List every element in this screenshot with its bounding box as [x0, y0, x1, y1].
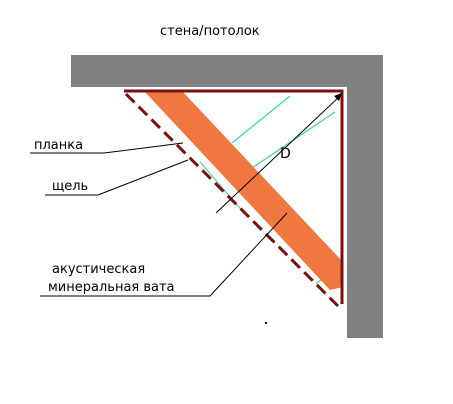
dimension-arrowhead — [334, 93, 342, 101]
cavity-line — [231, 95, 291, 144]
leader-line-gap — [45, 159, 189, 196]
dimension-line — [215, 95, 341, 214]
mineral-wool-band — [145, 92, 343, 290]
label-gap: щель — [52, 179, 88, 194]
cavity-line — [245, 111, 336, 173]
label-strip: планка — [34, 138, 83, 153]
leader-line-wool — [40, 212, 288, 297]
wall-ceiling — [71, 55, 383, 338]
strip-dashed-line — [124, 92, 340, 308]
diagram-title: стена/потолок — [160, 24, 260, 39]
leader-line-strip — [30, 142, 184, 154]
stray-dot — [265, 322, 267, 324]
frame-edge — [124, 89, 344, 304]
label-wool-line2: минеральная вата — [48, 280, 175, 295]
cavity-line — [199, 161, 246, 215]
label-dimension: D — [280, 146, 291, 162]
label-wool-line1: акустическая — [52, 262, 145, 277]
